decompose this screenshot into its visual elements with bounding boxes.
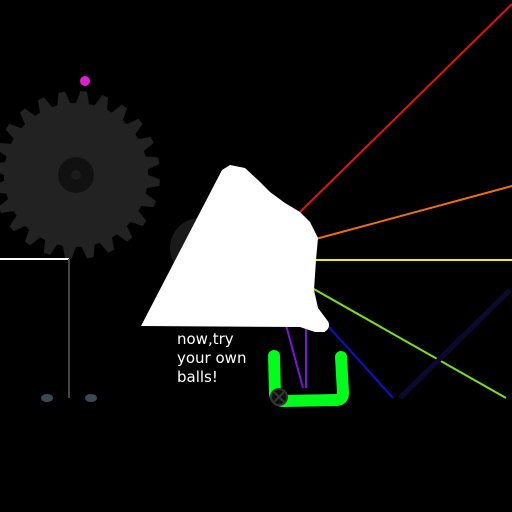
beam-red xyxy=(299,3,512,213)
prism-edge-knob xyxy=(315,318,329,332)
gear-icon[interactable] xyxy=(0,91,160,259)
hint-line-2: your own xyxy=(177,349,247,367)
floor-bump-left xyxy=(41,394,53,402)
prism[interactable] xyxy=(141,165,327,332)
pink-dot-icon[interactable] xyxy=(80,76,90,86)
hint-line-3: balls! xyxy=(177,368,218,386)
beam-violet-a xyxy=(285,324,304,389)
floor-bump-right xyxy=(85,394,97,402)
beam-orange xyxy=(311,185,512,241)
beam-blue xyxy=(317,314,394,399)
circle-cross-icon[interactable] xyxy=(270,388,288,406)
gear-axle xyxy=(71,170,81,180)
hint-text: now,try your own balls! xyxy=(177,330,297,387)
beam-green xyxy=(311,287,507,399)
beam-indigo xyxy=(398,288,512,400)
hint-line-1: now,try xyxy=(177,330,234,348)
